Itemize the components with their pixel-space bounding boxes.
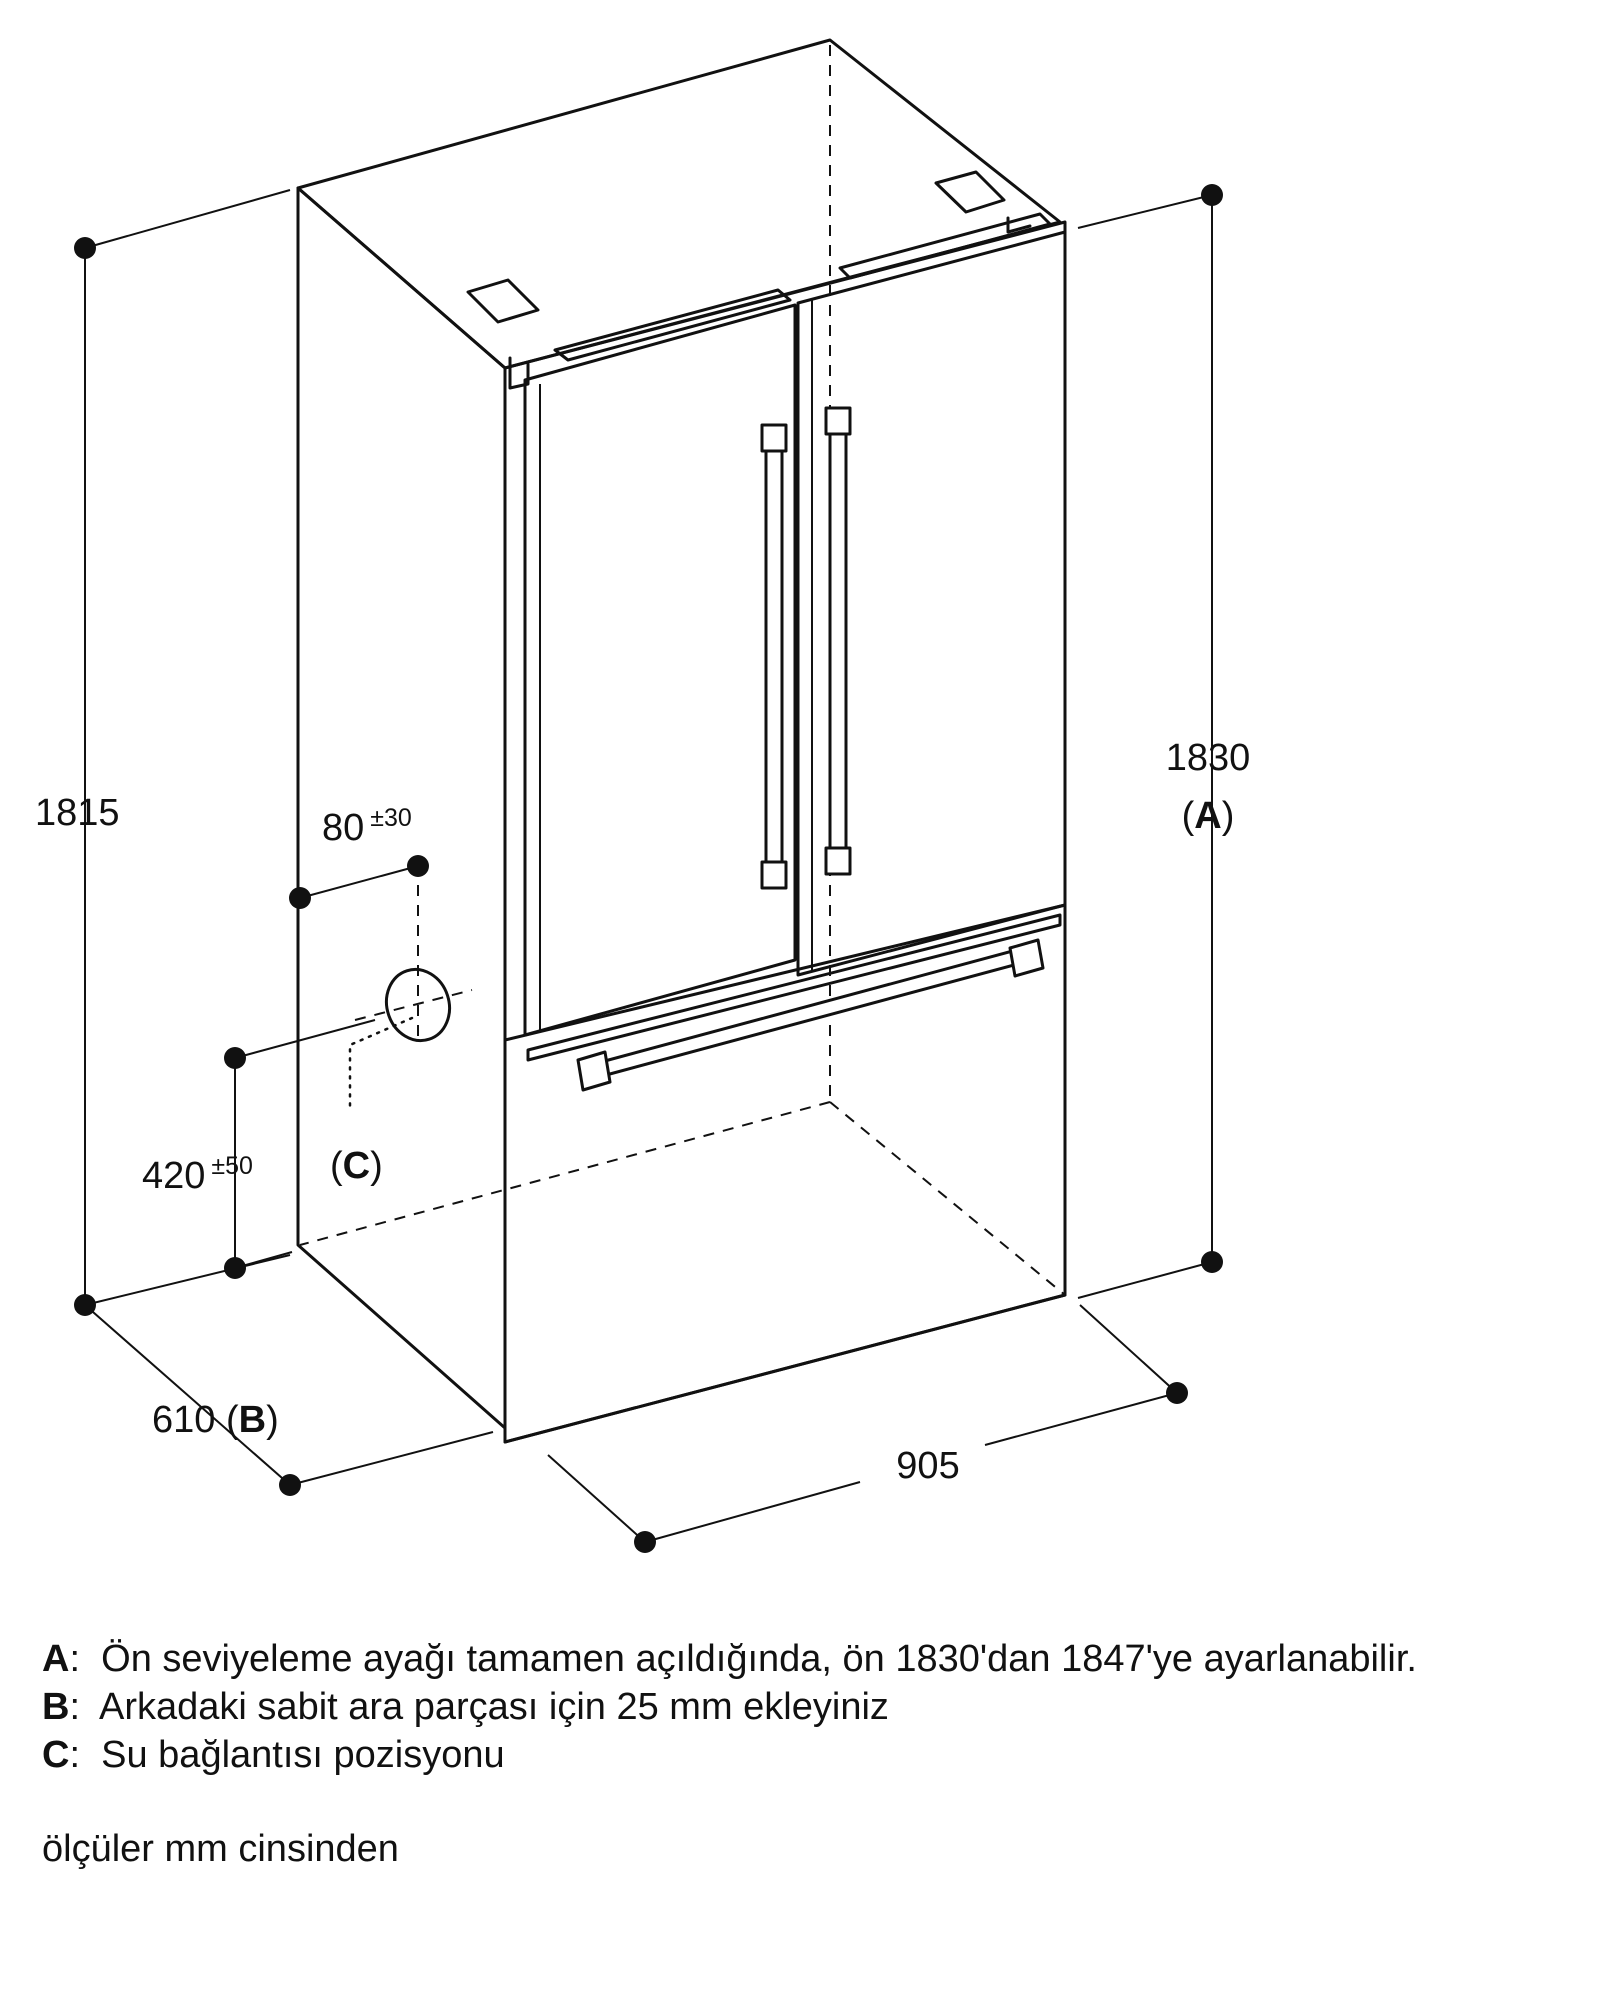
label-water-height: 420±50 <box>142 1152 253 1197</box>
legend-text: Su bağlantısı pozisyonu <box>101 1734 505 1776</box>
label-height-side: 1815 <box>35 792 120 834</box>
hinge-right <box>934 170 1006 214</box>
legend-item-b: B: Arkadaki sabit ara parçası için 25 mm… <box>42 1686 889 1728</box>
dimension-endpoints <box>74 184 1223 1553</box>
dimension-lines <box>84 189 1213 1543</box>
water-height-value: 420 <box>142 1155 205 1197</box>
hidden-edges <box>299 45 1066 1296</box>
door-left <box>523 288 797 1037</box>
door-left-handle <box>760 423 788 890</box>
legend-item-a: A: Ön seviyeleme ayağı tamamen açıldığın… <box>42 1638 1417 1680</box>
legend-text: Arkadaki sabit ara parçası için 25 mm ek… <box>99 1686 889 1728</box>
label-depth: 610 (B) <box>152 1399 279 1441</box>
water-height-tolerance: ±50 <box>211 1152 253 1180</box>
door-right-handle <box>824 406 852 876</box>
label-water-ref: (C) <box>330 1145 383 1187</box>
hinge-left <box>466 278 540 324</box>
hinge-bracket-left <box>508 356 530 390</box>
refrigerator-dimension-diagram: 1815 1830 (A) 80±30 420±50 (C) 610 (B) 9… <box>35 38 1251 1553</box>
legend: A: Ön seviyeleme ayağı tamamen açıldığın… <box>42 1635 1602 1779</box>
depth-value: 610 <box>152 1399 215 1441</box>
water-connection-marker <box>348 885 473 1112</box>
legend-text: Ön seviyeleme ayağı tamamen açıldığında,… <box>101 1638 1417 1680</box>
water-offset-value: 80 <box>322 807 364 849</box>
label-water-offset: 80±30 <box>322 804 412 849</box>
label-height-front: 1830 <box>1166 737 1251 779</box>
legend-key: C <box>42 1734 70 1776</box>
label-width: 905 <box>896 1445 959 1487</box>
legend-key: A <box>42 1638 70 1680</box>
freezer-drawer <box>503 903 1067 1444</box>
ref-a: A <box>1194 795 1221 837</box>
legend-key: B <box>42 1686 70 1728</box>
drawer-handle <box>576 938 1045 1092</box>
legend-item-c: C: Su bağlantısı pozisyonu <box>42 1734 505 1776</box>
ref-b: B <box>239 1399 266 1441</box>
label-height-front-ref: (A) <box>1182 795 1235 837</box>
ref-c: C <box>343 1145 370 1187</box>
units-note: ölçüler mm cinsinden <box>42 1828 399 1870</box>
water-offset-tolerance: ±30 <box>370 804 412 832</box>
